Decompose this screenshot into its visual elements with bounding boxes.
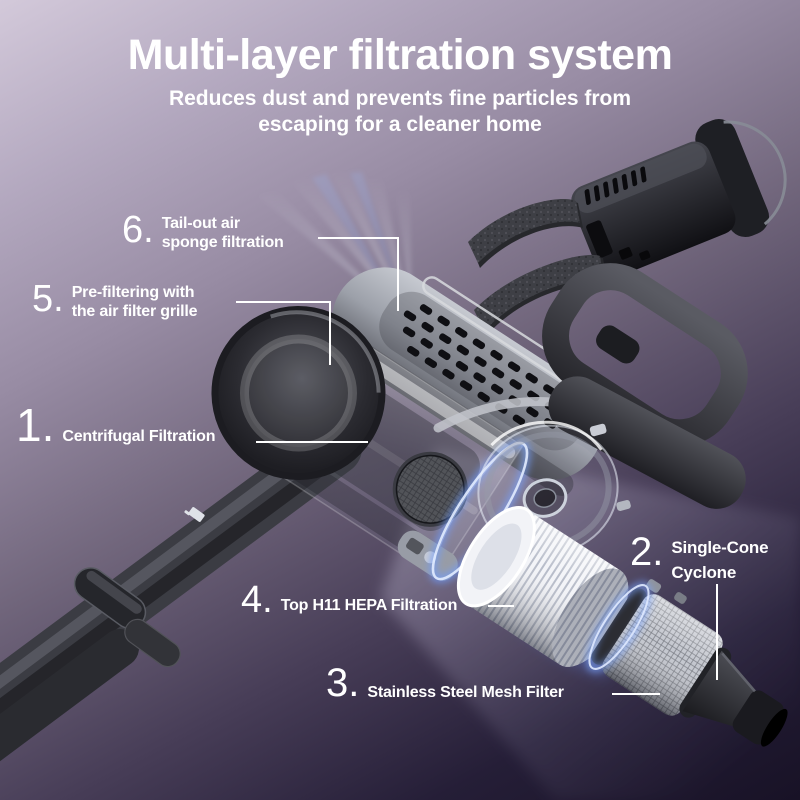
callout-2-leader-line [716,584,718,680]
dome-end-cap [211,306,386,481]
callout-label: Top H11 HEPA Filtration [280,597,458,614]
page-title: Multi-layer filtration system [127,31,673,79]
callout-number: 6. [122,209,154,251]
callout-tail-out-air-sponge-filtration: 6. Tail-out air sponge filtration [122,209,284,252]
battery-pack [571,119,787,279]
callout-top-h11-hepa-filtration: 4. Top H11 HEPA Filtration [241,579,458,621]
callout-6-leader-line-horizontal [318,237,399,239]
callout-number: 3. [326,661,360,705]
callout-centrifugal-filtration: 1. Centrifugal Filtration [16,399,216,451]
pre-filter-mesh-disc [392,451,468,527]
callout-label: Pre-filtering with the air filter grille [71,284,198,321]
mesh-glow-ring [586,582,652,672]
header: Multi-layer filtration system Reduces du… [0,31,800,138]
hepa-filter [456,505,629,667]
callout-label: Stainless Steel Mesh Filter [367,684,564,701]
callout-label: Tail-out air sponge filtration [161,215,284,252]
callout-3-leader-line [612,693,660,695]
callout-label: Centrifugal Filtration [62,428,216,445]
callout-number: 5. [32,278,64,320]
callout-1-leader-line [256,441,368,443]
extension-wand [0,421,362,762]
callout-4-leader-line [488,605,514,607]
callout-single-cone-cyclone: 2. Single-Cone Cyclone [630,530,769,585]
callout-pre-filtering-air-filter-grille: 5. Pre-filtering with the air filter gri… [32,278,198,321]
callout-number: 2. [630,530,664,574]
callout-number: 4. [241,579,273,621]
callout-5-leader-line-vertical [329,301,331,365]
callout-label: Single-Cone Cyclone [671,538,769,582]
page-subtitle: Reduces dust and prevents fine particles… [168,87,632,136]
cyclone-cone [682,650,788,747]
trigger [596,325,640,364]
callout-stainless-steel-mesh-filter: 3. Stainless Steel Mesh Filter [326,661,564,705]
callout-number: 1. [16,399,55,451]
brand-mark [184,507,205,522]
callout-6-leader-line-vertical [397,237,399,311]
stainless-mesh-filter [591,579,732,718]
release-buttons [73,567,181,668]
body-arm [548,376,746,509]
callout-5-leader-line-horizontal [236,301,331,303]
